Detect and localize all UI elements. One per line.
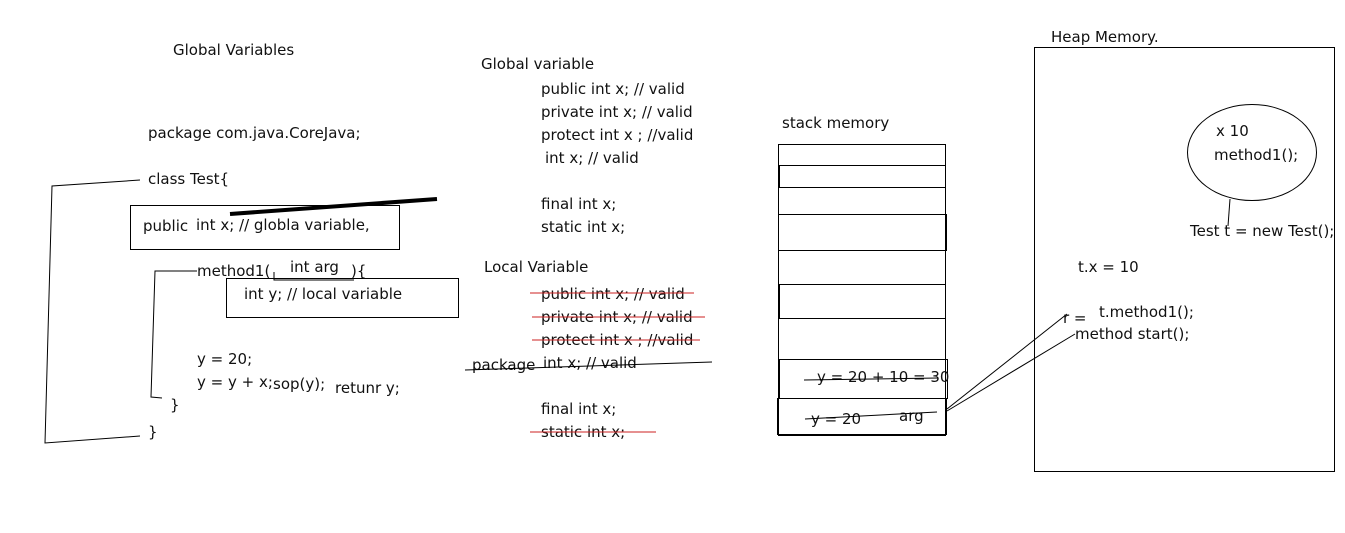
global-variables-title: Global Variables bbox=[173, 41, 295, 59]
assign-statement-2: y = y + x; bbox=[197, 373, 273, 391]
local-declaration: int y; // local variable bbox=[244, 285, 403, 303]
stack-memory-title: stack memory bbox=[782, 114, 890, 132]
strike-package bbox=[464, 361, 713, 371]
heap-return-label: r = bbox=[1063, 309, 1087, 327]
global-variable-heading: Global variable bbox=[481, 55, 595, 73]
method-open-brace: ){ bbox=[351, 262, 367, 280]
param-bracket bbox=[273, 272, 354, 281]
global-item-default: int x; // valid bbox=[545, 149, 639, 167]
stack-frame-lower bbox=[777, 398, 947, 435]
object-to-reference-line bbox=[1227, 198, 1231, 227]
class-close-brace: } bbox=[148, 423, 158, 441]
class-bracket bbox=[44, 179, 141, 444]
stack-slot-3 bbox=[779, 284, 946, 319]
field-thick-strike bbox=[229, 197, 438, 216]
heap-call-statement: t.method1(); bbox=[1099, 303, 1194, 321]
local-declaration-box bbox=[226, 278, 459, 318]
heap-object-method: method1(); bbox=[1214, 146, 1299, 164]
local-item-final: final int x; bbox=[541, 400, 617, 418]
heap-object-ellipse bbox=[1187, 104, 1317, 201]
stack-slot-2 bbox=[778, 214, 947, 251]
strike-stack-upper bbox=[803, 377, 939, 381]
field-declaration-box bbox=[130, 205, 400, 250]
stack-to-return-line bbox=[946, 313, 1068, 410]
local-variable-heading: Local Variable bbox=[484, 258, 589, 276]
heap-new-statement: Test t = new Test(); bbox=[1190, 222, 1335, 240]
method-bracket bbox=[150, 270, 197, 399]
strike-stack-lower bbox=[804, 411, 938, 420]
local-item-public-struck: public int x; // valid bbox=[541, 285, 685, 303]
field-declaration: int x; // globla variable, bbox=[196, 216, 370, 234]
global-item-final: final int x; bbox=[541, 195, 617, 213]
heap-start-statement: method start(); bbox=[1075, 325, 1190, 343]
class-declaration: class Test{ bbox=[148, 170, 230, 188]
heap-object-field: x 10 bbox=[1216, 122, 1249, 140]
global-item-protect: protect int x ; //valid bbox=[541, 126, 694, 144]
stack-to-start-line bbox=[946, 333, 1076, 412]
return-statement: retunr y; bbox=[335, 379, 400, 397]
method-close-brace: } bbox=[170, 396, 180, 414]
method-name: method1( bbox=[197, 262, 271, 280]
global-item-public: public int x; // valid bbox=[541, 80, 685, 98]
stack-frame-upper-value: y = 20 + 10 = 30 bbox=[817, 368, 950, 386]
local-item-package: int x; // valid bbox=[543, 354, 637, 372]
stack-frame-lower-note: arg bbox=[899, 407, 924, 425]
global-item-static: static int x; bbox=[541, 218, 626, 236]
package-line: package com.java.CoreJava; bbox=[148, 124, 361, 142]
heap-memory-title: Heap Memory. bbox=[1051, 28, 1159, 46]
stack-slot-1 bbox=[779, 165, 946, 188]
heap-assign-statement: t.x = 10 bbox=[1078, 258, 1139, 276]
assign-statement-1: y = 20; bbox=[197, 350, 253, 368]
print-call: sop(y); bbox=[273, 375, 326, 393]
stack-frame-lower-value: y = 20 bbox=[811, 410, 862, 428]
heap-memory-box bbox=[1034, 47, 1335, 472]
field-decl-modifier: public bbox=[143, 217, 189, 235]
method-parameter: int arg bbox=[290, 258, 339, 276]
global-item-private: private int x; // valid bbox=[541, 103, 693, 121]
